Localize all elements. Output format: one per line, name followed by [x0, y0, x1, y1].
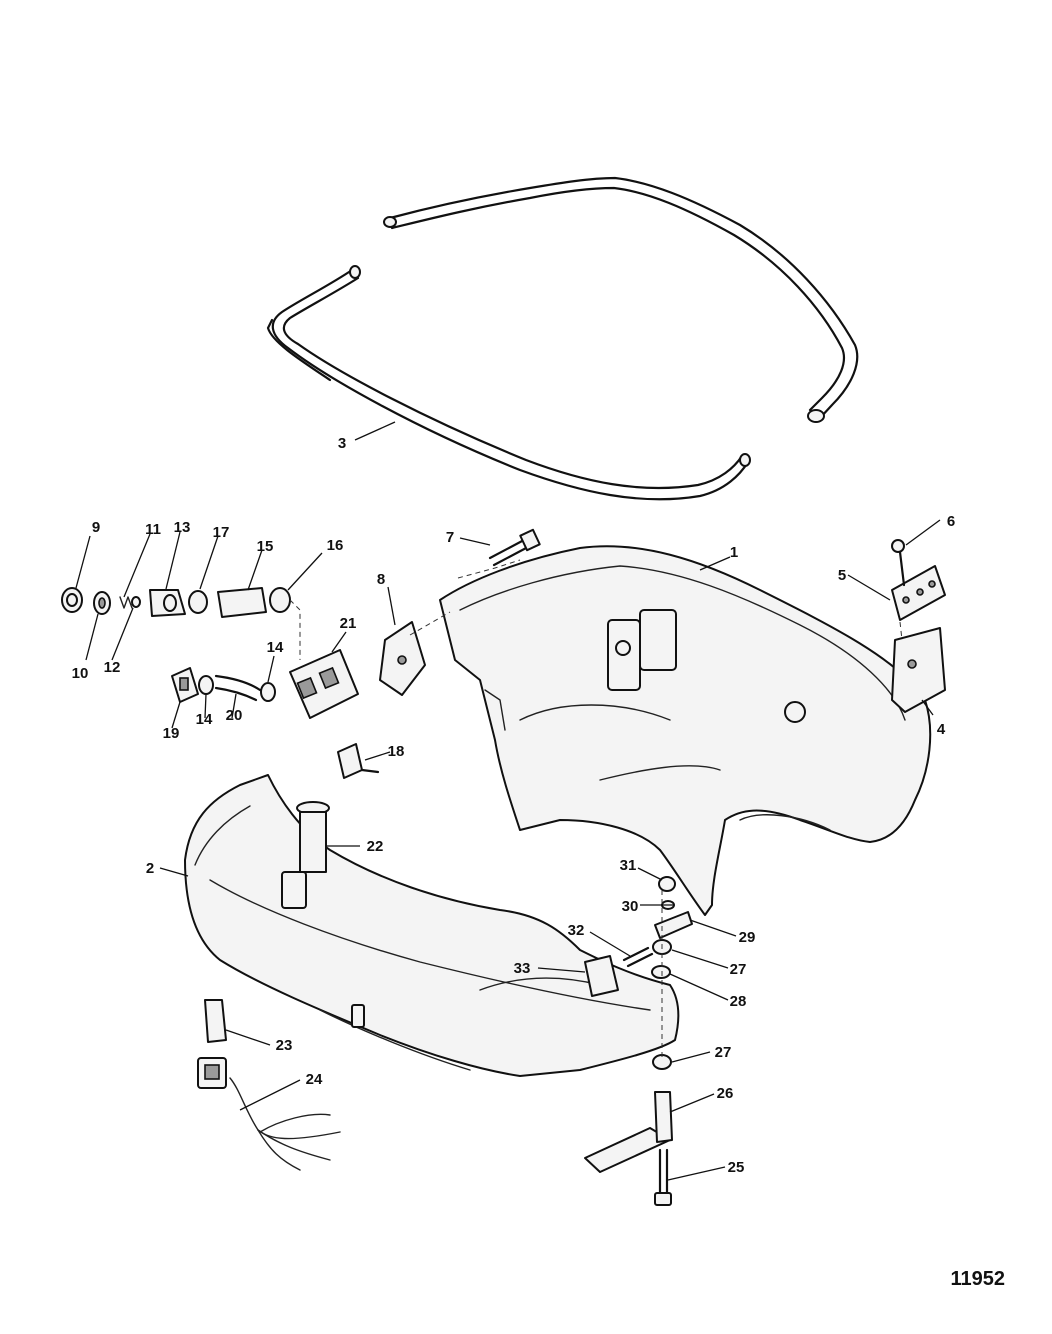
callout-8: 8: [377, 571, 385, 588]
callout-29: 29: [739, 929, 756, 946]
callout-18: 18: [388, 743, 405, 760]
cowl-seal-part: [266, 176, 859, 501]
callout-2: 2: [146, 860, 154, 877]
callout-20: 20: [226, 707, 243, 724]
small-parts: [61, 528, 946, 1206]
callout-27a: 27: [730, 961, 747, 978]
callout-19: 19: [163, 725, 180, 742]
callout-15: 15: [257, 538, 274, 555]
callout-31: 31: [620, 857, 637, 874]
callout-9: 9: [92, 519, 100, 536]
callout-10: 10: [72, 665, 89, 682]
callout-14b: 14: [196, 711, 213, 728]
leader-lines: [75, 421, 941, 1181]
callout-6: 6: [947, 513, 955, 530]
callout-21: 21: [340, 615, 357, 632]
callout-23: 23: [276, 1037, 293, 1054]
callout-labels: 1 2 3 4 5 6 7 8 9 10 11 12 13 14 15 16 1…: [72, 435, 956, 1176]
callout-3: 3: [338, 435, 346, 452]
callout-12: 12: [104, 659, 121, 676]
callout-28: 28: [730, 993, 747, 1010]
alignment-lines: [289, 559, 903, 1060]
callout-5: 5: [838, 567, 846, 584]
callout-13: 13: [174, 519, 191, 536]
callout-14a: 14: [267, 639, 284, 656]
callout-4: 4: [937, 721, 946, 738]
callout-7: 7: [446, 529, 454, 546]
callout-17: 17: [213, 524, 230, 541]
callout-26: 26: [717, 1085, 734, 1102]
callout-1: 1: [730, 544, 738, 561]
callout-24: 24: [306, 1071, 323, 1088]
callout-33: 33: [514, 960, 531, 977]
callout-22: 22: [367, 838, 384, 855]
callout-27b: 27: [715, 1044, 732, 1061]
callout-16: 16: [327, 537, 344, 554]
callout-32: 32: [568, 922, 585, 939]
callout-25: 25: [728, 1159, 745, 1176]
callout-11: 11: [145, 521, 161, 538]
figure-number: 11952: [950, 1268, 1005, 1290]
callout-30: 30: [622, 898, 639, 915]
bottom-cowl-starboard-part: [439, 545, 932, 916]
